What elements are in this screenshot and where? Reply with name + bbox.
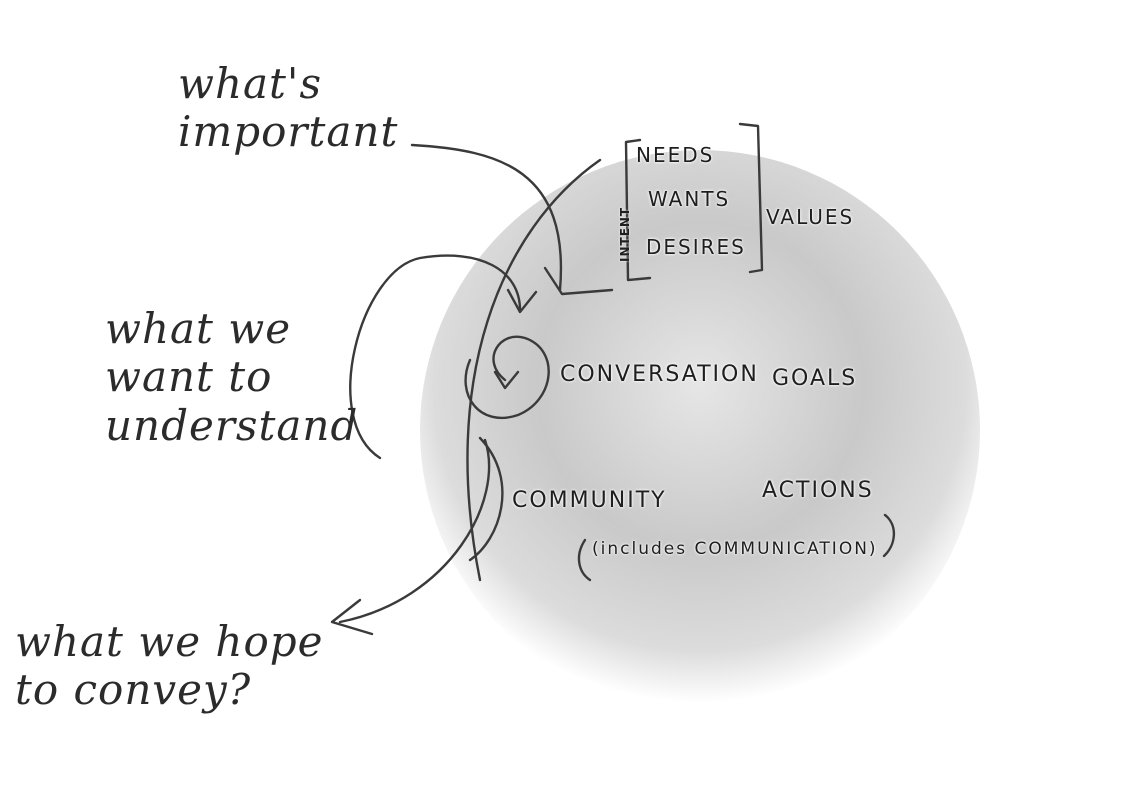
gray-orb-background [420, 150, 980, 710]
spiral-head [493, 370, 520, 390]
question-whats-important: what's important [178, 59, 399, 157]
arrow-important-line [410, 143, 563, 292]
label-includes-communication: (includes COMMUNICATION) [592, 539, 878, 559]
bracket-item-desires: DESIRES [646, 235, 746, 259]
arrow-convey-line [338, 438, 491, 624]
loop-understand-head [506, 288, 538, 314]
bracket-right [738, 122, 764, 274]
label-actions: ACTIONS [762, 478, 874, 503]
spiral-line [464, 335, 550, 419]
bracket-item-wants: WANTS [648, 187, 731, 211]
paren-left [577, 538, 592, 582]
bracket-item-needs: NEEDS [636, 143, 715, 167]
paren-right [882, 513, 896, 558]
arrow-convey-head [330, 598, 374, 636]
community-curve [468, 436, 504, 562]
question-hope-to-convey: what we hope to convey? [15, 617, 324, 715]
loop-understand-line [349, 254, 522, 460]
outer-arc-line [466, 158, 602, 582]
label-community: COMMUNITY [512, 488, 667, 513]
intent-vertical-label: INTENT [618, 206, 632, 262]
bracket-left [624, 138, 652, 282]
question-want-to-understand: what we want to understand [105, 304, 359, 450]
arrow-important-head [543, 266, 614, 296]
label-goals: GOALS [772, 366, 858, 391]
label-values: VALUES [766, 205, 855, 229]
label-conversation: CONVERSATION [560, 362, 759, 387]
